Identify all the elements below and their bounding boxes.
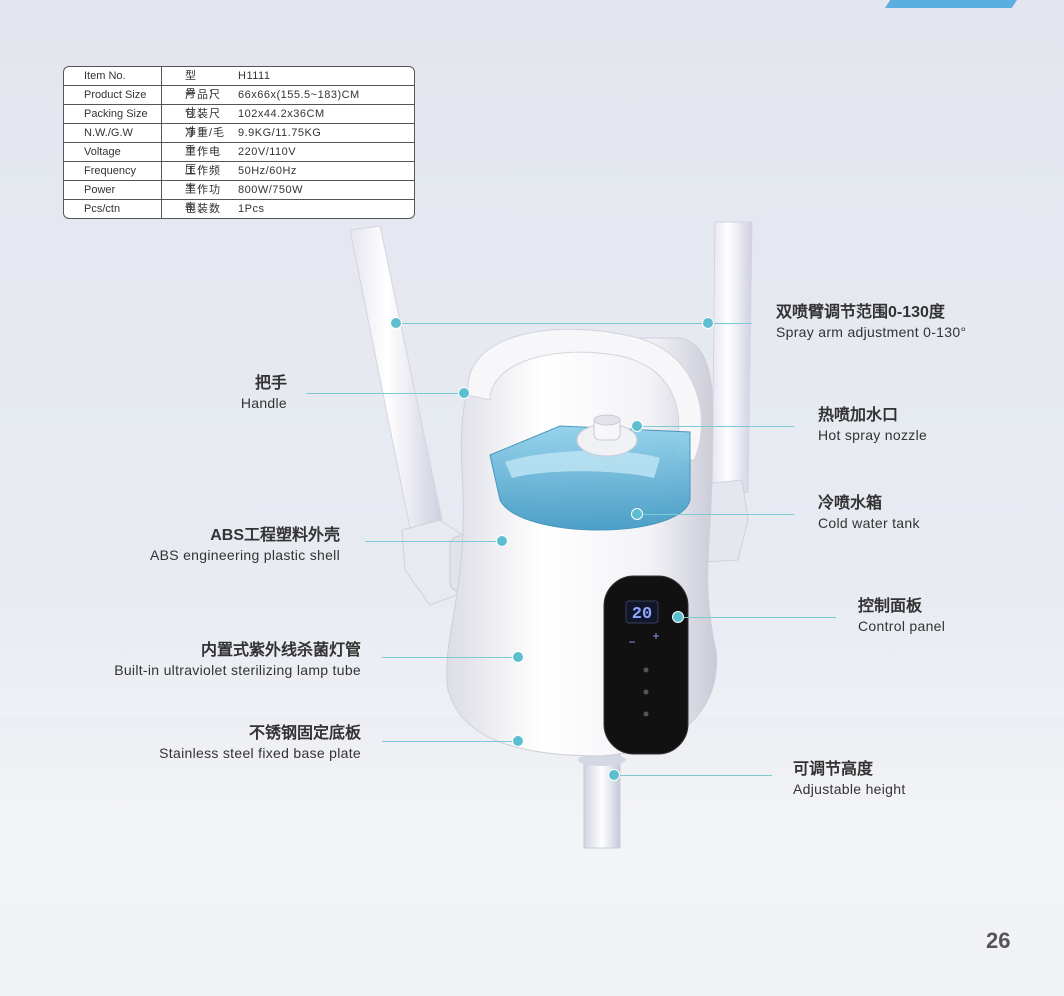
floor-background <box>0 716 1064 996</box>
hot-nozzle-line <box>636 426 794 427</box>
label-handle-en: Handle <box>240 395 287 411</box>
label-spray-arm: 双喷臂调节范围0-130度 Spray arm adjustment 0-130… <box>776 303 966 341</box>
handle-line <box>306 393 464 394</box>
base-plate-dot <box>512 735 524 747</box>
height-dot <box>608 769 620 781</box>
spec-row: Power 工作功率： 800W/750W <box>64 180 414 214</box>
spec-row: Product Size 产品尺寸： 66x66x(155.5~183)CM <box>64 85 414 119</box>
uv-lamp-dot <box>512 651 524 663</box>
panel-button-2 <box>643 689 649 695</box>
spec-cell-cn: 包装尺寸： <box>185 108 221 138</box>
label-hot-nozzle: 热喷加水口 Hot spray nozzle <box>818 406 927 444</box>
spec-cell-val: 1Pcs <box>238 203 265 215</box>
label-cold-tank-cn: 冷喷水箱 <box>818 495 883 512</box>
hot-nozzle-dot <box>631 420 643 432</box>
label-hot-nozzle-en: Hot spray nozzle <box>818 427 928 443</box>
label-spray-arm-cn: 双喷臂调节范围0-130度 <box>776 304 945 321</box>
spec-cell-en: Packing Size <box>64 105 162 123</box>
label-uv-lamp-en: Built-in ultraviolet sterilizing lamp tu… <box>114 662 361 678</box>
label-cold-tank: 冷喷水箱 Cold water tank <box>818 494 920 532</box>
label-spray-arm-en: Spray arm adjustment 0-130° <box>776 324 967 340</box>
handle-dot <box>458 387 470 399</box>
control-panel: 20 − + <box>603 575 689 755</box>
spec-cell-cn: 工作频率： <box>185 165 221 195</box>
panel-button-3 <box>643 711 649 717</box>
label-height: 可调节高度 Adjustable height <box>793 760 906 798</box>
spec-row: Item No. 型号： H1111 <box>64 67 414 100</box>
spec-cell-cn: 包装数量： <box>185 203 221 215</box>
label-abs-shell: ABS工程塑料外壳 ABS engineering plastic shell <box>100 526 340 564</box>
header-accent-bar <box>885 0 1017 8</box>
plus-key: + <box>652 629 659 643</box>
spec-cell-cn: 工作功率： <box>185 184 221 214</box>
spec-row: Frequency 工作频率： 50Hz/60Hz <box>64 161 414 195</box>
label-base-plate-en: Stainless steel fixed base plate <box>159 745 361 761</box>
label-hot-nozzle-cn: 热喷加水口 <box>818 407 899 424</box>
label-uv-lamp-cn: 内置式紫外线杀菌灯管 <box>200 642 361 659</box>
label-handle-cn: 把手 <box>254 375 287 392</box>
label-control-panel: 控制面板 Control panel <box>858 597 945 635</box>
right-spray-arm <box>703 221 753 563</box>
spec-cell-val: 50Hz/60Hz <box>238 165 297 177</box>
spec-cell-en: Item No. <box>64 67 162 85</box>
label-abs-shell-en: ABS engineering plastic shell <box>149 547 340 563</box>
spec-cell-val: 800W/750W <box>238 184 304 196</box>
minus-key: − <box>628 635 635 649</box>
label-uv-lamp: 内置式紫外线杀菌灯管 Built-in ultraviolet steriliz… <box>60 641 361 679</box>
label-height-cn: 可调节高度 <box>793 761 874 778</box>
abs-shell-dot <box>496 535 508 547</box>
label-height-en: Adjustable height <box>793 781 906 797</box>
label-base-plate: 不锈钢固定底板 Stainless steel fixed base plate <box>100 724 361 762</box>
handle-ring <box>467 328 702 461</box>
cold-tank-line <box>636 514 794 515</box>
height-pole <box>583 751 621 849</box>
panel-button-1 <box>643 667 649 673</box>
spec-cell-cn: 产品尺寸： <box>185 89 221 119</box>
spec-cell-val: 66x66x(155.5~183)CM <box>238 89 360 101</box>
spray-arm-dot-right <box>702 317 714 329</box>
uv-lamp-line <box>382 657 518 658</box>
label-control-panel-cn: 控制面板 <box>858 598 923 615</box>
spec-cell-val: H1111 <box>238 70 271 82</box>
spec-cell-en: Power <box>64 181 162 199</box>
label-base-plate-cn: 不锈钢固定底板 <box>248 725 361 742</box>
control-panel-line <box>678 617 836 618</box>
spec-cell-cn: 工作电压： <box>185 146 221 176</box>
spec-cell-en: Pcs/ctn <box>64 200 162 218</box>
spec-cell-en: Product Size <box>64 86 162 104</box>
label-handle: 把手 Handle <box>186 374 287 412</box>
spec-cell-val: 220V/110V <box>238 146 297 158</box>
display-reading: 20 <box>632 605 652 624</box>
spec-cell-val: 102x44.2x36CM <box>238 108 325 120</box>
spec-cell-cn: 净重/毛重： <box>185 127 226 157</box>
control-panel-dot <box>672 611 684 623</box>
spec-cell-en: Voltage <box>64 143 162 161</box>
spray-arm-line <box>396 323 752 324</box>
cold-tank-dot <box>631 508 643 520</box>
spec-row: Pcs/ctn 包装数量： 1Pcs <box>64 199 414 218</box>
spec-row: N.W./G.W 净重/毛重： 9.9KG/11.75KG <box>64 123 414 157</box>
spec-row: Packing Size 包装尺寸： 102x44.2x36CM <box>64 104 414 138</box>
abs-shell-line <box>365 541 501 542</box>
spec-cell-val: 9.9KG/11.75KG <box>238 127 322 139</box>
base-plate-line <box>382 741 518 742</box>
cold-water-tank <box>489 425 691 531</box>
label-abs-shell-cn: ABS工程塑料外壳 <box>210 527 340 544</box>
label-control-panel-en: Control panel <box>858 618 946 634</box>
label-cold-tank-en: Cold water tank <box>818 515 920 531</box>
spec-row: Voltage 工作电压： 220V/110V <box>64 142 414 176</box>
page-number: 26 <box>986 928 1011 953</box>
spec-cell-en: N.W./G.W <box>64 124 162 142</box>
spec-cell-cn: 型号： <box>185 70 231 100</box>
spec-cell-en: Frequency <box>64 162 162 180</box>
spray-arm-dot-left <box>390 317 402 329</box>
height-line <box>614 775 772 776</box>
